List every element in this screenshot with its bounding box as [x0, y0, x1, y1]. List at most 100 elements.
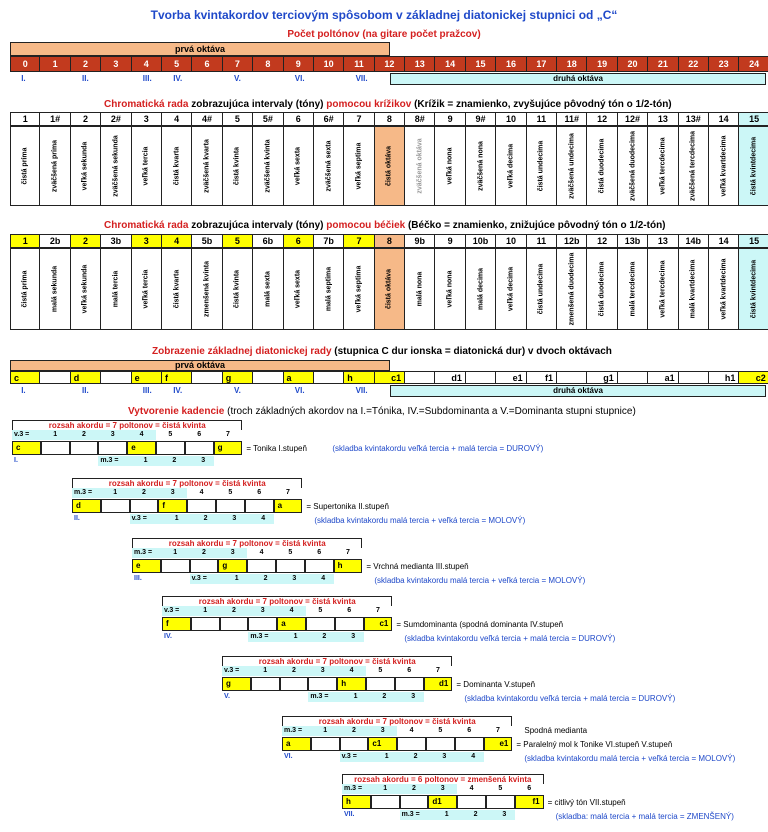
diatonic-note-cell: e1 — [496, 371, 527, 384]
scale-number: 1 — [203, 607, 208, 614]
chord-description: = Sumdominanta (spodná dominanta IV.stup… — [396, 620, 564, 629]
chord-empty-cell — [399, 795, 429, 809]
degree-mark: VII. — [355, 74, 368, 83]
sharp-interval-cell: veľká tercdecima — [648, 126, 679, 206]
scale-number: 5 — [498, 785, 503, 792]
flat-number-cell: 12 — [587, 234, 618, 248]
sharp-number-cell: 13# — [678, 112, 709, 126]
diatonic-note-cell: f1 — [526, 371, 558, 384]
sharp-interval-cell: zväčšená undecima — [557, 126, 588, 206]
degree-mark: I. — [21, 386, 26, 395]
scale-number: 4 — [259, 549, 264, 556]
chord-note-cell: f — [162, 617, 191, 631]
scale-number: 7 — [286, 489, 290, 496]
scale-number: 6 — [197, 431, 202, 438]
chord-empty-cell — [486, 795, 515, 809]
flat-number-cell: 13b — [617, 234, 649, 248]
bottom-interval-bar — [308, 692, 424, 702]
chord-degree: II. — [74, 515, 80, 522]
degree-mark: VII. — [355, 386, 368, 395]
sharp-number-cell: 12 — [587, 112, 618, 126]
flat-number-cell: 9 — [435, 234, 466, 248]
top-interval-label: v.3 = — [164, 607, 180, 614]
bottom-interval-bar — [98, 456, 214, 466]
diatonic-note-cell — [678, 371, 709, 384]
chord-empty-cell — [184, 441, 214, 455]
sharp-interval-cell: zväčšená sexta — [313, 126, 345, 206]
interval-label: veľká kvartdecima — [720, 135, 728, 197]
chord-empty-cell — [69, 441, 99, 455]
interval-label: veľká sexta — [294, 146, 302, 186]
interval-label: čistá kvintdecima — [750, 259, 758, 319]
chord-empty-cell — [247, 559, 276, 573]
flat-interval-cell: malá septima — [313, 248, 345, 330]
interval-label: zväčšená kvinta — [264, 139, 272, 193]
interval-label: čistá duodecima — [598, 261, 606, 317]
scale-number: 3 — [320, 667, 325, 674]
bottom-scale-number: 3 — [201, 457, 206, 464]
scale-number: 7 — [376, 607, 380, 614]
bottom-scale-number: 2 — [413, 753, 418, 760]
semitone-cell: 17 — [526, 56, 558, 72]
semitone-cell: 8 — [253, 56, 284, 72]
chord-box: rozsah akordu = 7 poltonov = čistá kvint… — [12, 420, 642, 476]
sharp-number-cell: 14 — [708, 112, 740, 126]
top-interval-bar — [342, 784, 458, 794]
chord-degree: VII. — [344, 811, 355, 818]
scale-number: 2 — [232, 607, 236, 614]
interval-label: čistá duodecima — [598, 138, 606, 194]
chord-empty-cell — [279, 677, 309, 691]
chord-composition: (skladba kvintakordu malá tercia + veľká… — [374, 576, 586, 585]
bottom-interval-bar — [129, 514, 274, 524]
interval-label: veľká sekunda — [81, 264, 89, 314]
semitone-cell: 7 — [222, 56, 254, 72]
flat-number-cell: 6 — [283, 234, 314, 248]
chord-degree: IV. — [164, 633, 172, 640]
second-octave-bar: druhá oktáva — [390, 73, 766, 85]
chord-empty-cell — [250, 677, 280, 691]
sharp-interval-cell: veľká nona — [435, 126, 466, 206]
bottom-scale-number: 1 — [174, 515, 179, 522]
chord-description: = Supertonika II.stupeň — [306, 502, 389, 511]
bottom-interval-label: v.3 = — [341, 753, 357, 760]
diatonic-note-cell — [40, 371, 71, 384]
bottom-interval-bar — [248, 632, 364, 642]
sharp-number-cell: 1 — [10, 112, 41, 126]
diatonic-second-octave: druhá oktáva — [390, 385, 766, 397]
chord-note-cell: c1 — [368, 737, 398, 751]
flat-interval-cell: veľká sexta — [283, 248, 314, 330]
semitone-subtitle: Počet poltónov (na gitare počet pražcov) — [287, 29, 481, 40]
chord-empty-cell — [304, 559, 334, 573]
bottom-scale-number: 2 — [263, 575, 268, 582]
chord-empty-cell — [248, 617, 278, 631]
flat-number-cell: 1 — [10, 234, 41, 248]
scale-number: 4 — [289, 607, 294, 614]
interval-label: veľká tercdecima — [659, 260, 667, 318]
scale-number: 1 — [173, 549, 178, 556]
diatonic-first-octave: prvá oktáva — [10, 360, 390, 371]
chord-range-title: rozsah akordu = 6 poltonov = zmenšená kv… — [342, 774, 544, 784]
sharp-number-cell: 9 — [435, 112, 466, 126]
flat-number-cell: 3b — [101, 234, 132, 248]
bottom-scale-number: 3 — [502, 811, 507, 818]
sharp-interval-cell: veľká septima — [344, 126, 375, 206]
scale-number: 3 — [380, 727, 385, 734]
diatonic-note-cell — [313, 371, 345, 384]
chord-empty-cell — [219, 617, 249, 631]
bottom-interval-label: m.3 = — [401, 811, 420, 818]
bottom-scale-number: 1 — [143, 457, 148, 464]
sharp-number-cell: 9# — [465, 112, 497, 126]
flat-interval-cell: malá sexta — [253, 248, 284, 330]
flat-number-cell: 7 — [344, 234, 375, 248]
semitone-cell: 23 — [708, 56, 740, 72]
sharp-number-cell: 4# — [192, 112, 223, 126]
interval-label: čistá kvinta — [233, 269, 241, 309]
sharp-interval-cell: čistá duodecima — [587, 126, 618, 206]
interval-label: zväčšená oktáva — [416, 138, 424, 194]
top-interval-bar — [72, 488, 188, 498]
top-interval-bar — [282, 726, 398, 736]
flat-interval-cell: malá decima — [465, 248, 497, 330]
